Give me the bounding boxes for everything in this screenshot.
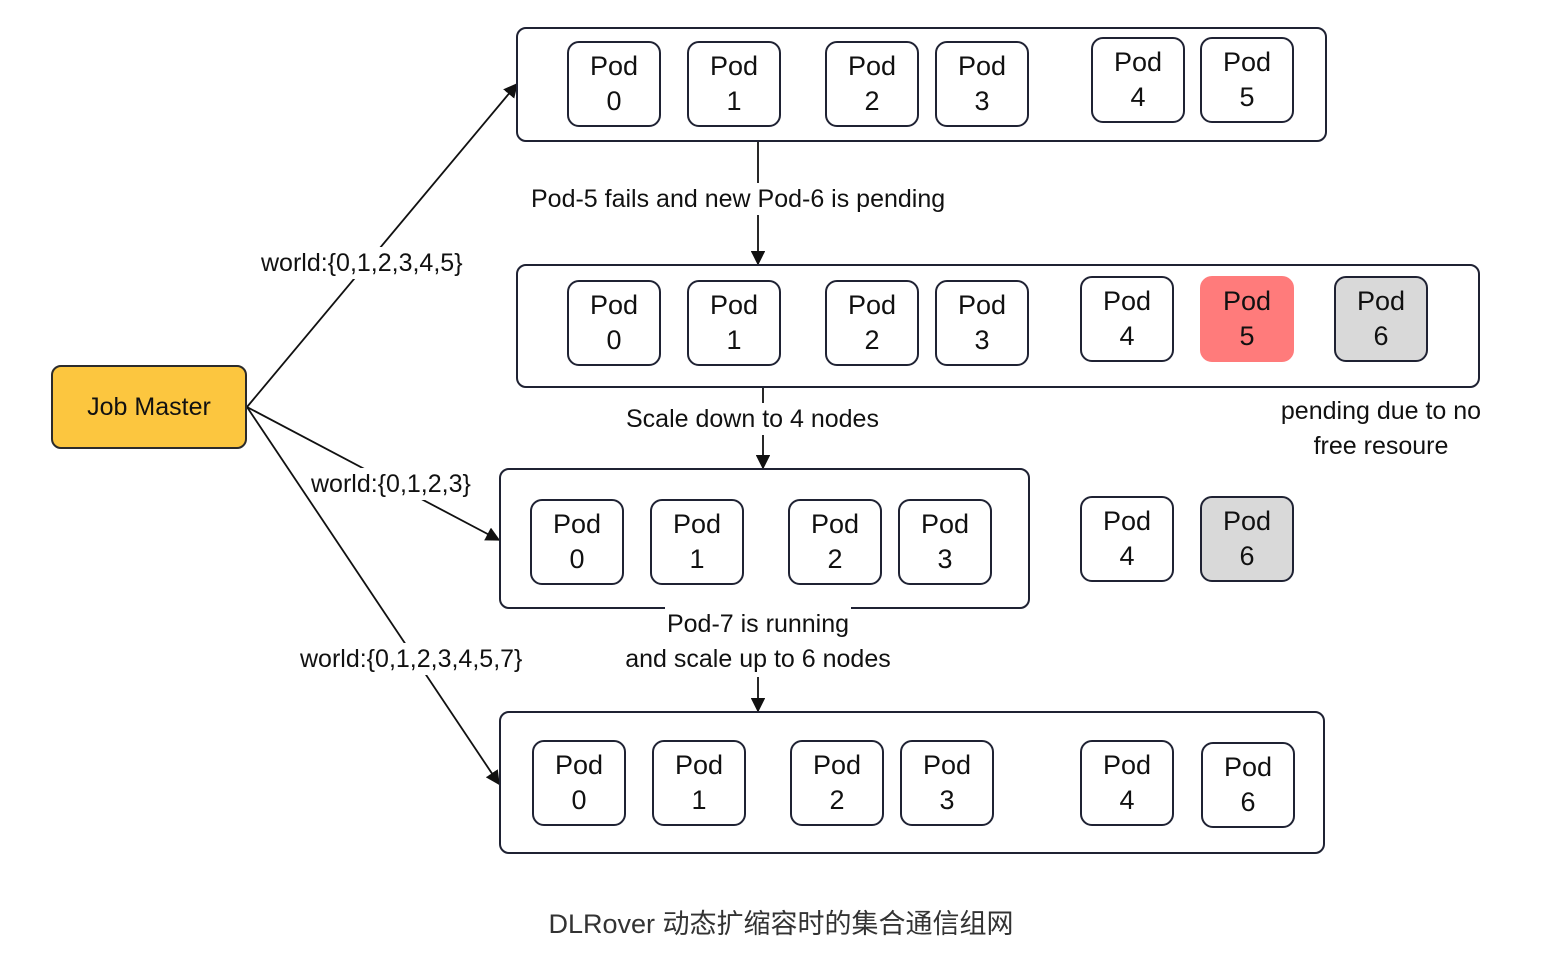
job-master-label: Job Master xyxy=(87,392,211,421)
pod-id: 3 xyxy=(974,325,990,355)
pod-id: 0 xyxy=(569,544,585,574)
pod-r2-6-pending: Pod 6 xyxy=(1334,276,1428,362)
pod-word: Pod xyxy=(589,51,639,81)
pod-id: 1 xyxy=(689,544,705,574)
pod-word: Pod xyxy=(1356,286,1406,316)
pod-r2-3: Pod 3 xyxy=(935,280,1029,366)
pod-word: Pod xyxy=(554,750,604,780)
pod-word: Pod xyxy=(1222,286,1272,316)
pod-id: 3 xyxy=(937,544,953,574)
pod-r3-0: Pod 0 xyxy=(530,499,624,585)
pod-id: 4 xyxy=(1119,785,1135,815)
pod-word: Pod xyxy=(1113,47,1163,77)
pod-word: Pod xyxy=(672,509,722,539)
pod-r2-5-failed: Pod 5 xyxy=(1200,276,1294,362)
pod-id: 5 xyxy=(1239,321,1255,351)
pod-word: Pod xyxy=(847,51,897,81)
pending-note: pending due to no free resoure xyxy=(1250,394,1512,464)
pod-id: 0 xyxy=(606,325,622,355)
pod-id: 4 xyxy=(1130,82,1146,112)
pod-word: Pod xyxy=(1102,750,1152,780)
pod-word: Pod xyxy=(674,750,724,780)
pod-id: 1 xyxy=(726,325,742,355)
pod-word: Pod xyxy=(1223,752,1273,782)
pod-word: Pod xyxy=(1102,286,1152,316)
pod-r1-5: Pod 5 xyxy=(1200,37,1294,123)
pod-r3-outside-6-pending: Pod 6 xyxy=(1200,496,1294,582)
pod-word: Pod xyxy=(1222,47,1272,77)
pod-r4-4: Pod 4 xyxy=(1080,740,1174,826)
pod-id: 4 xyxy=(1119,321,1135,351)
pod-word: Pod xyxy=(812,750,862,780)
pod-id: 6 xyxy=(1240,787,1256,817)
transition-label-2: Scale down to 4 nodes xyxy=(626,403,879,435)
pod-word: Pod xyxy=(957,290,1007,320)
pod-r2-1: Pod 1 xyxy=(687,280,781,366)
pod-id: 2 xyxy=(864,86,880,116)
pending-note-line1: pending due to no xyxy=(1280,397,1482,425)
pod-r3-2: Pod 2 xyxy=(788,499,882,585)
pod-id: 1 xyxy=(691,785,707,815)
pod-word: Pod xyxy=(847,290,897,320)
world-label-3: world:{0,1,2,3,4,5,7} xyxy=(300,643,523,675)
pod-r1-1: Pod 1 xyxy=(687,41,781,127)
pod-r2-0: Pod 0 xyxy=(567,280,661,366)
pod-r4-6: Pod 6 xyxy=(1201,742,1295,828)
pod-word: Pod xyxy=(552,509,602,539)
pending-note-line2: free resoure xyxy=(1313,432,1449,460)
transition-label-3-line2: and scale up to 6 nodes xyxy=(623,642,893,677)
pod-id: 3 xyxy=(974,86,990,116)
pod-id: 2 xyxy=(864,325,880,355)
pod-id: 4 xyxy=(1119,541,1135,571)
job-master-node: Job Master xyxy=(51,365,247,449)
pod-r2-2: Pod 2 xyxy=(825,280,919,366)
pod-word: Pod xyxy=(922,750,972,780)
pod-word: Pod xyxy=(709,51,759,81)
world-label-1: world:{0,1,2,3,4,5} xyxy=(261,247,463,279)
pod-id: 2 xyxy=(829,785,845,815)
edge-master-row1 xyxy=(246,82,518,408)
pod-r1-0: Pod 0 xyxy=(567,41,661,127)
pod-word: Pod xyxy=(957,51,1007,81)
pod-word: Pod xyxy=(1102,506,1152,536)
transition-label-3: Pod-7 is running and scale up to 6 nodes xyxy=(598,607,918,677)
pod-r3-3: Pod 3 xyxy=(898,499,992,585)
pod-id: 0 xyxy=(606,86,622,116)
pod-word: Pod xyxy=(920,509,970,539)
pod-r3-outside-4: Pod 4 xyxy=(1080,496,1174,582)
pod-id: 5 xyxy=(1239,82,1255,112)
pod-word: Pod xyxy=(810,509,860,539)
pod-word: Pod xyxy=(709,290,759,320)
pod-id: 2 xyxy=(827,544,843,574)
pod-r4-3: Pod 3 xyxy=(900,740,994,826)
pod-r1-4: Pod 4 xyxy=(1091,37,1185,123)
pod-r1-3: Pod 3 xyxy=(935,41,1029,127)
pod-id: 0 xyxy=(571,785,587,815)
pod-id: 6 xyxy=(1239,541,1255,571)
pod-word: Pod xyxy=(1222,506,1272,536)
transition-label-3-line1: Pod-7 is running xyxy=(664,607,852,642)
pod-r4-2: Pod 2 xyxy=(790,740,884,826)
transition-label-1: Pod-5 fails and new Pod-6 is pending xyxy=(531,183,946,215)
pod-word: Pod xyxy=(589,290,639,320)
pod-r4-1: Pod 1 xyxy=(652,740,746,826)
pod-r3-1: Pod 1 xyxy=(650,499,744,585)
pod-r2-4: Pod 4 xyxy=(1080,276,1174,362)
pod-id: 1 xyxy=(726,86,742,116)
pod-id: 6 xyxy=(1373,321,1389,351)
pod-r1-2: Pod 2 xyxy=(825,41,919,127)
world-label-2: world:{0,1,2,3} xyxy=(311,468,471,500)
edge-master-row4 xyxy=(246,406,500,786)
pod-id: 3 xyxy=(939,785,955,815)
pod-r4-0: Pod 0 xyxy=(532,740,626,826)
figure-caption: DLRover 动态扩缩容时的集合通信组网 xyxy=(548,909,1014,939)
